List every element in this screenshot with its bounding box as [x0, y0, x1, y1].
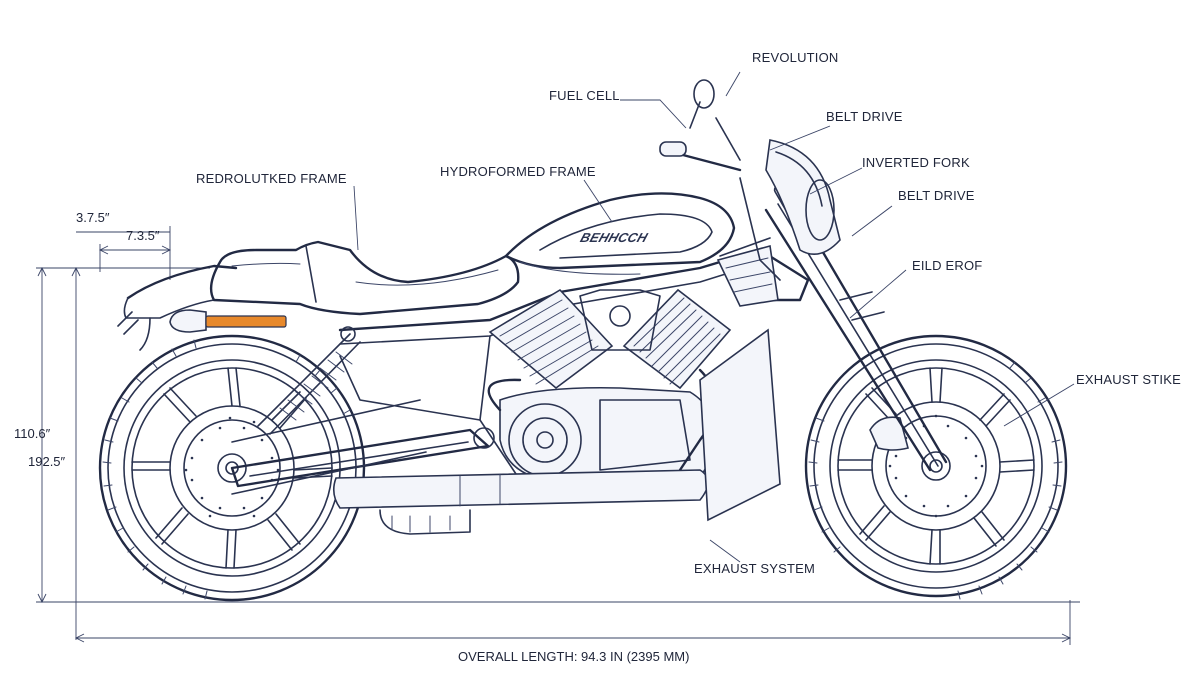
callout-exhaust-system: EXHAUST SYSTEM: [694, 561, 815, 576]
headlight: [765, 139, 841, 256]
callout-labels: REVOLUTION FUEL CELL BELT DRIVE INVERTED…: [196, 50, 1181, 576]
fuel-tank: BEHHCCH: [504, 192, 736, 275]
dim-3-7-5: 3.7.5″: [76, 210, 110, 225]
overall-length-label: OVERALL LENGTH: 94.3 IN (2395 MM): [458, 649, 689, 664]
callout-eild-erof: EILD EROF: [912, 258, 982, 273]
dimension-labels: 3.7.5″ 7.3.5″ 110.6″ 192.5″ OVERALL LENG…: [14, 210, 689, 664]
callout-exhaust-stike: EXHAUST STIKE: [1076, 372, 1181, 387]
leader-lines: [353, 71, 1075, 563]
callout-belt-drive: BELT DRIVE: [898, 188, 975, 203]
dim-192-5: 192.5″: [28, 454, 66, 469]
front-wheel: [804, 334, 1068, 600]
callout-inverted-fork: INVERTED FORK: [862, 155, 970, 170]
handlebar: [659, 79, 781, 281]
callout-hydroformed-frame: HYDROFORMED FRAME: [440, 164, 596, 179]
dim-110-6: 110.6″: [14, 426, 51, 441]
callout-belt-drive-top: BELT DRIVE: [826, 109, 903, 124]
rear-wheel: [98, 334, 366, 602]
callout-redrolutked-frame: REDROLUTKED FRAME: [196, 171, 347, 186]
dim-7-3-5: 7.3.5″: [126, 228, 160, 243]
rear-fender: [117, 264, 238, 351]
exhaust: [332, 328, 781, 535]
callout-revolution: REVOLUTION: [752, 50, 839, 65]
tank-logo: BEHHCCH: [578, 230, 649, 245]
callout-fuel-cell: FUEL CELL: [549, 88, 620, 103]
seat: [209, 240, 520, 316]
engine: [487, 288, 732, 483]
dimension-lines: [36, 226, 1080, 645]
tail-light: [169, 309, 287, 333]
